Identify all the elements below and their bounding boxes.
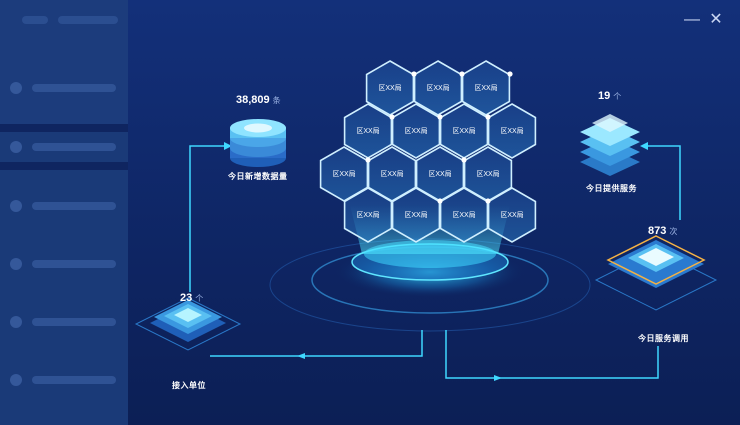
- sidebar-divider: [0, 162, 128, 170]
- server-stack-icon: [580, 114, 640, 176]
- services-label: 今日提供服务: [586, 184, 637, 193]
- sidebar-item-placeholder[interactable]: [32, 143, 116, 151]
- minimize-icon[interactable]: —: [684, 11, 700, 28]
- flow-arrows: [224, 142, 648, 381]
- junction-dot: [365, 157, 371, 163]
- sidebar-item-icon: [10, 82, 22, 94]
- department-label: 区XX局: [426, 85, 450, 92]
- junction-dot: [437, 198, 443, 204]
- department-label: 区XX局: [476, 171, 500, 178]
- department-hexagon[interactable]: [343, 187, 393, 243]
- department-label: 区XX局: [356, 128, 380, 135]
- department-label: 区XX局: [428, 171, 452, 178]
- flow-line-calls-to-services: [648, 145, 681, 220]
- department-label: 区XX局: [452, 128, 476, 135]
- department-label: 区XX局: [356, 212, 380, 219]
- flow-line-platform-to-calls: [445, 330, 659, 379]
- department-label: 区XX局: [332, 171, 356, 178]
- sidebar-item-icon: [10, 374, 22, 386]
- units-label: 接入单位: [172, 381, 206, 390]
- sidebar-item-icon: [10, 200, 22, 212]
- sidebar-logo-placeholder: [22, 16, 48, 24]
- sidebar-item-placeholder[interactable]: [32, 84, 116, 92]
- junction-dot: [411, 71, 417, 77]
- sidebar-item-placeholder[interactable]: [32, 260, 116, 268]
- database-stack-icon: [230, 119, 286, 167]
- sidebar-item-icon: [10, 141, 22, 153]
- department-label: 区XX局: [378, 85, 402, 92]
- flow-line-platform-to-units: [210, 330, 423, 357]
- junction-dot: [485, 114, 491, 120]
- department-label: 区XX局: [500, 212, 524, 219]
- junction-dot: [389, 114, 395, 120]
- chip-icon: [134, 297, 242, 351]
- sidebar-header: [0, 0, 128, 124]
- department-label: 区XX局: [404, 128, 428, 135]
- new-data-label: 今日新增数据量: [228, 172, 288, 181]
- calls-label: 今日服务调用: [638, 334, 689, 343]
- department-label: 区XX局: [500, 128, 524, 135]
- sidebar-title-placeholder: [58, 16, 118, 24]
- junction-dot: [507, 71, 513, 77]
- sidebar-item-placeholder[interactable]: [32, 318, 116, 326]
- department-label: 区XX局: [404, 212, 428, 219]
- sidebar: [0, 0, 128, 425]
- close-icon[interactable]: ✕: [709, 11, 723, 28]
- sidebar-item-icon: [10, 316, 22, 328]
- department-label: 区XX局: [452, 212, 476, 219]
- department-honeycomb: [319, 60, 537, 243]
- department-label: 区XX局: [474, 85, 498, 92]
- flow-lines: [189, 145, 681, 379]
- junction-dot: [485, 198, 491, 204]
- junction-dot: [437, 114, 443, 120]
- department-label: 区XX局: [380, 171, 404, 178]
- sidebar-divider: [0, 124, 128, 132]
- sidebar-item-placeholder[interactable]: [32, 376, 116, 384]
- junction-dot: [461, 157, 467, 163]
- platform-icon: [594, 235, 718, 311]
- junction-dot: [459, 71, 465, 77]
- flow-line-units-to-data: [189, 145, 224, 292]
- sidebar-item-icon: [10, 258, 22, 270]
- sidebar-item-placeholder[interactable]: [32, 202, 116, 210]
